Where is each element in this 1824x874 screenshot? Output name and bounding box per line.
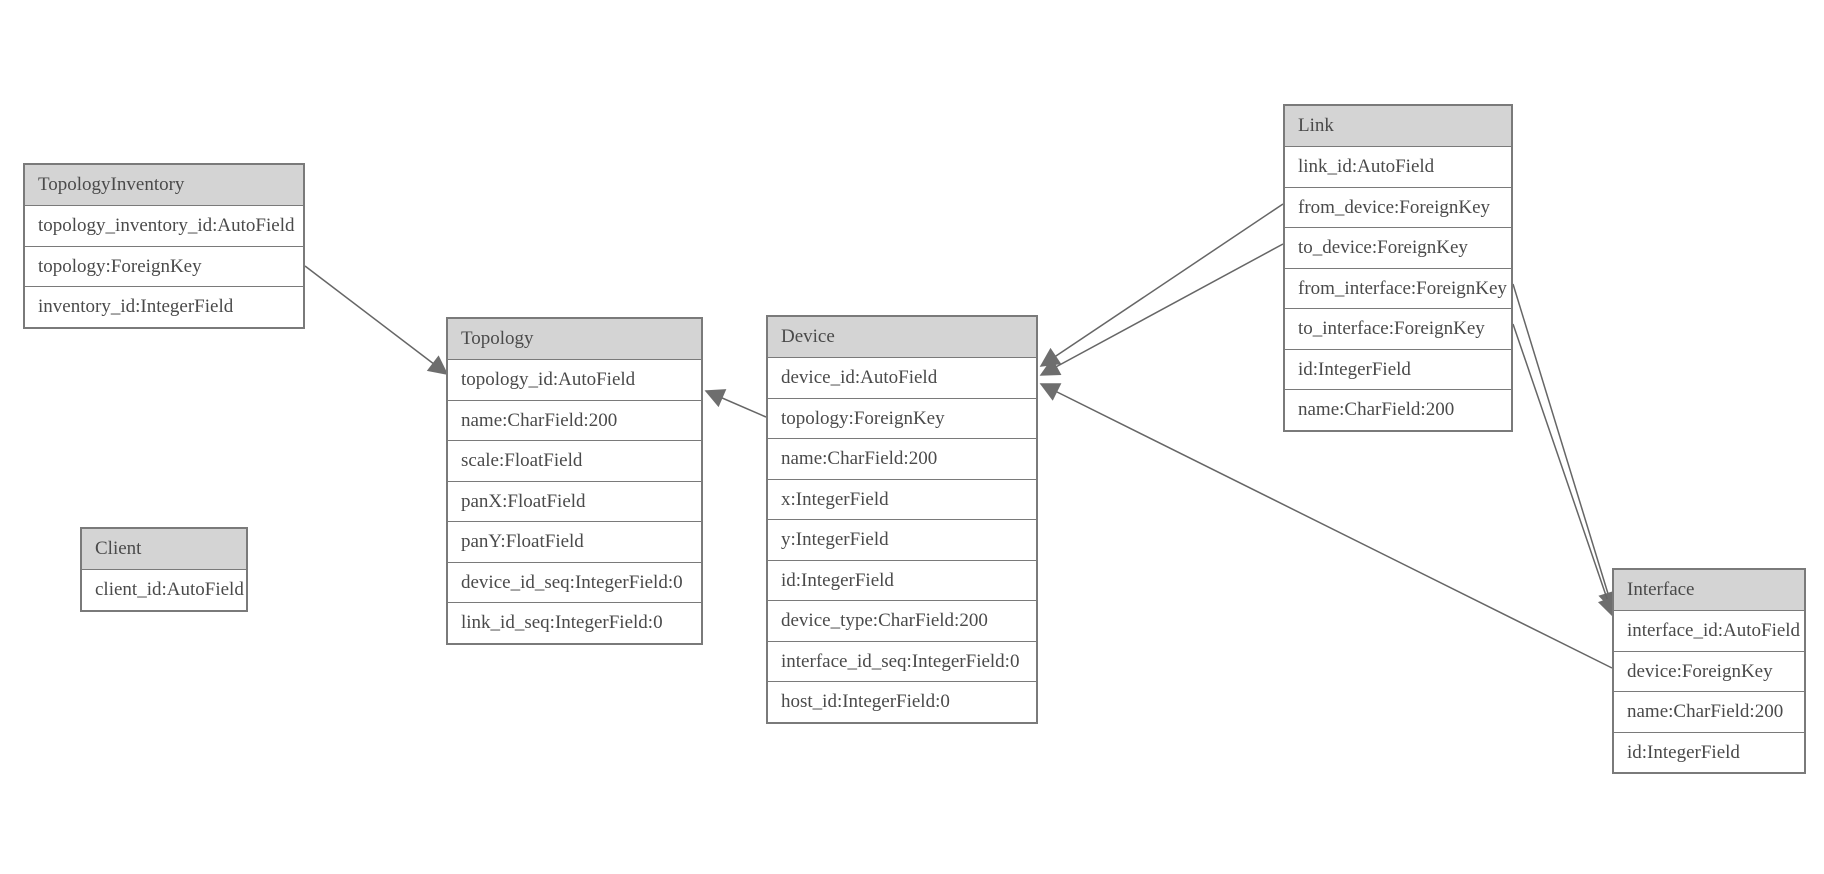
field-row: device:ForeignKey — [1614, 651, 1804, 692]
edge-link-to-device-to-device — [1039, 243, 1284, 376]
edge-device-topology-to-topology — [704, 389, 767, 418]
field-row: scale:FloatField — [448, 441, 701, 482]
entity-title-interface: Interface — [1614, 570, 1804, 611]
field-row: x:IntegerField — [768, 479, 1036, 520]
field-row: interface_id:AutoField — [1614, 611, 1804, 652]
field-row: client_id:AutoField — [82, 570, 246, 610]
field-row: name:CharField:200 — [448, 400, 701, 441]
field-row: to_device:ForeignKey — [1285, 228, 1511, 269]
field-row: host_id:IntegerField:0 — [768, 682, 1036, 722]
field-row: to_interface:ForeignKey — [1285, 309, 1511, 350]
field-row: topology_id:AutoField — [448, 360, 701, 401]
field-row: id:IntegerField — [1285, 349, 1511, 390]
field-row: name:CharField:200 — [1285, 390, 1511, 430]
field-row: y:IntegerField — [768, 520, 1036, 561]
field-row: interface_id_seq:IntegerField:0 — [768, 641, 1036, 682]
field-row: topology:ForeignKey — [25, 246, 303, 287]
entity-title-link: Link — [1285, 106, 1511, 147]
entity-title-topologyinventory: TopologyInventory — [25, 165, 303, 206]
field-row: device_id:AutoField — [768, 358, 1036, 399]
entity-title-topology: Topology — [448, 319, 701, 360]
field-row: from_device:ForeignKey — [1285, 187, 1511, 228]
field-row: from_interface:ForeignKey — [1285, 268, 1511, 309]
entity-title-client: Client — [82, 529, 246, 570]
field-row: id:IntegerField — [768, 560, 1036, 601]
entity-title-device: Device — [768, 317, 1036, 358]
field-row: panY:FloatField — [448, 522, 701, 563]
field-row: link_id_seq:IntegerField:0 — [448, 603, 701, 643]
field-row: name:CharField:200 — [768, 439, 1036, 480]
edge-link-to-interface-to-interface — [1512, 323, 1617, 618]
field-row: device_type:CharField:200 — [768, 601, 1036, 642]
field-row: topology_inventory_id:AutoField — [25, 206, 303, 247]
edge-topologyinventory-topology-to-topology — [304, 265, 449, 375]
field-row: panX:FloatField — [448, 481, 701, 522]
field-row: topology:ForeignKey — [768, 398, 1036, 439]
field-row: inventory_id:IntegerField — [25, 287, 303, 327]
edge-link-from-interface-to-interface — [1512, 283, 1618, 612]
field-row: device_id_seq:IntegerField:0 — [448, 562, 701, 603]
edge-link-from-device-to-device — [1039, 203, 1284, 367]
field-row: name:CharField:200 — [1614, 692, 1804, 733]
field-row: link_id:AutoField — [1285, 147, 1511, 188]
field-row: id:IntegerField — [1614, 732, 1804, 772]
